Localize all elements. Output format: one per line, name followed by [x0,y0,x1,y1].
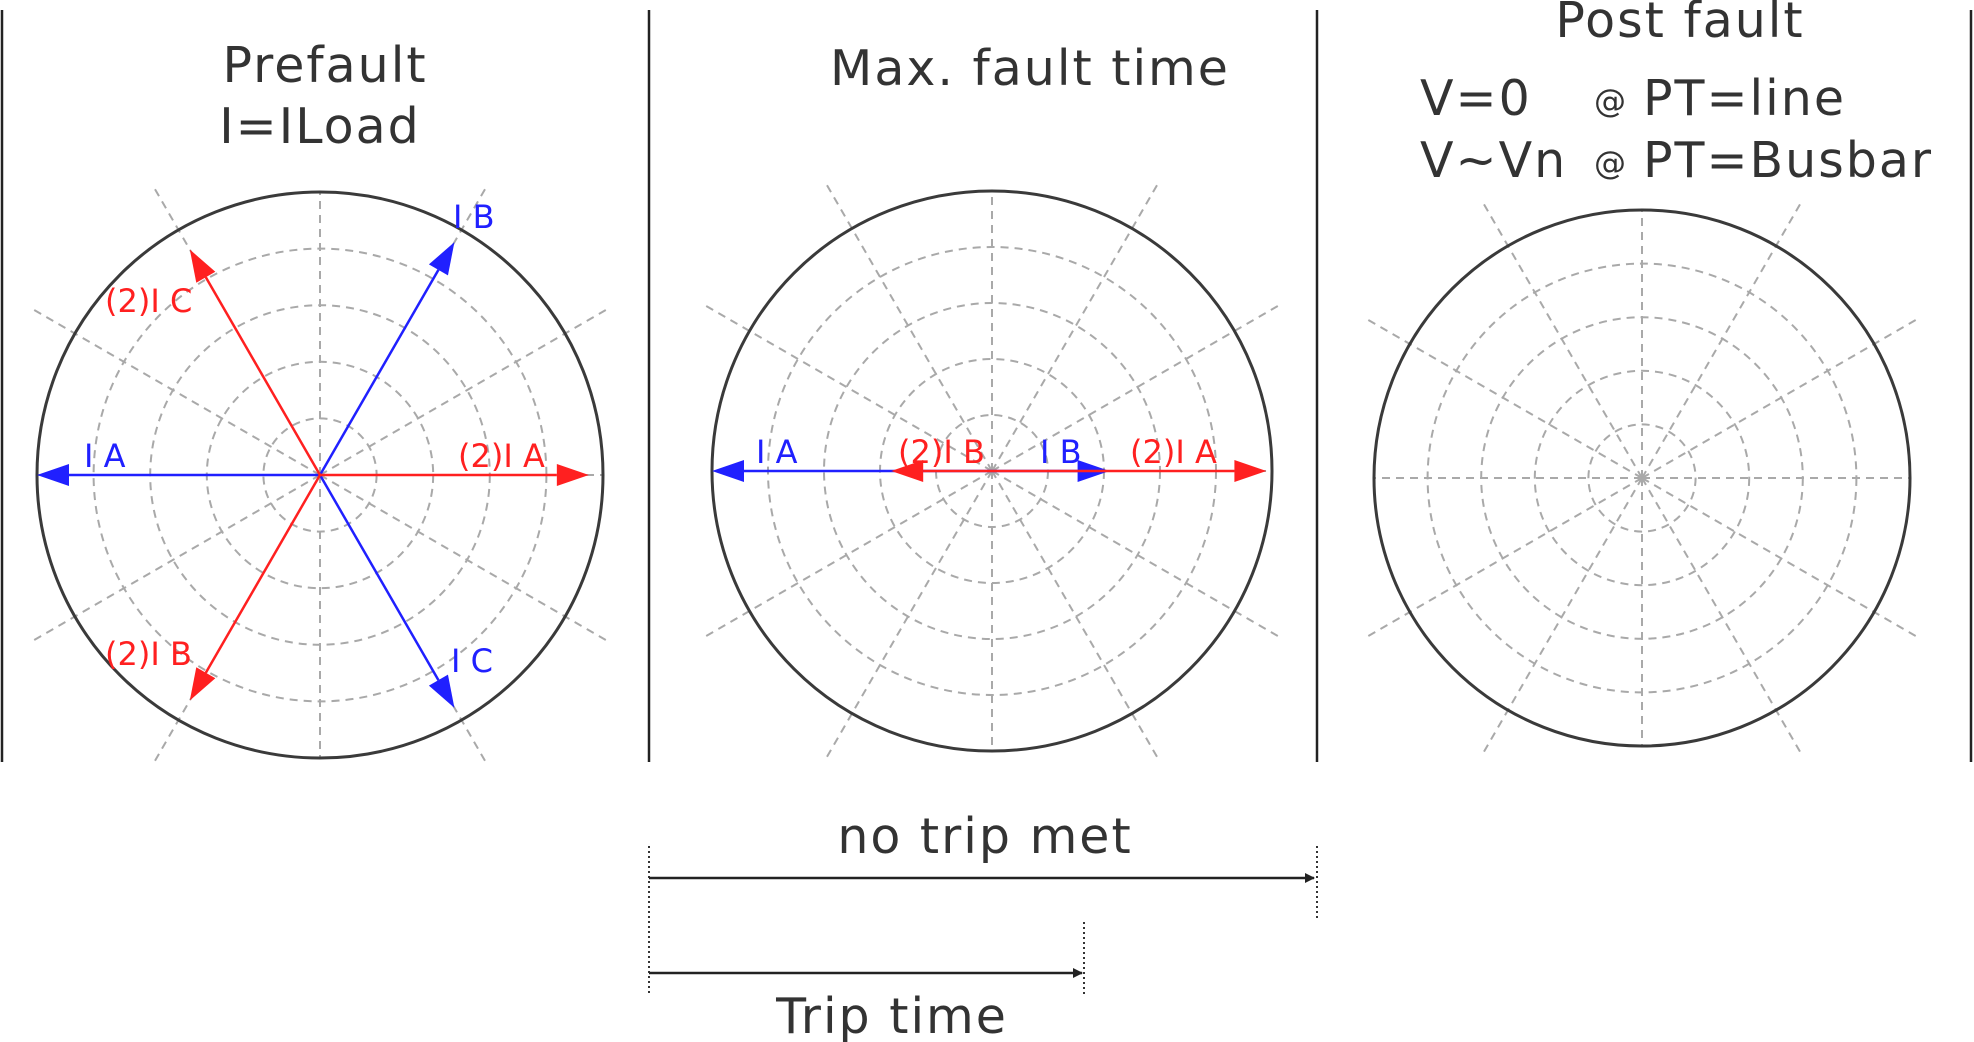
phasor-arrowhead [712,460,744,482]
grid-spoke [1483,203,1643,479]
no-trip-label: no trip met [837,808,1132,865]
label-2-i-a-fault: (2)I A [1130,433,1217,471]
post-fault-v-busbar: V~Vn [1420,132,1567,189]
phasor-arrowhead [189,249,216,283]
trip-time-label: Trip time [775,988,1008,1042]
grid-spoke [1641,477,1917,637]
grid-ring [1587,423,1697,533]
phasor-arrowhead [428,674,455,708]
post-fault-v-line: V=0 [1420,70,1532,127]
phasor-arrowhead [1234,460,1267,482]
label-i-a-fault: I A [756,433,798,471]
label-2-i-b-fault: (2)I B [898,433,985,471]
polar-plot-max-fault [705,184,1279,758]
grid-spoke [1641,319,1917,479]
phasor-arrowhead [428,242,455,276]
label-i-b-prefault: I B [453,198,495,236]
label-2-i-b-prefault: (2)I B [105,635,192,673]
panel-1-title-line-2: I=ILoad [219,98,421,155]
phasor-arrowhead [189,667,216,701]
grid-spoke [1641,203,1801,479]
post-fault-at-line: @ [1594,82,1626,120]
phasor-line [318,474,440,681]
grid-spoke [1483,477,1643,753]
phasor-line [204,474,322,674]
polar-plot-prefault [30,185,610,765]
phasor-arrowhead [556,464,589,486]
post-fault-pt-busbar: PT=Busbar [1643,132,1933,189]
panel-3-title: Post fault [1555,0,1804,49]
phasor-line [318,269,440,476]
polar-plot-post-fault [1367,203,1917,753]
label-2-i-a-prefault: (2)I A [458,437,545,475]
label-i-a-prefault: I A [84,437,126,475]
label-2-i-c-prefault: (2)I C [105,282,192,320]
phasor-arrowhead [891,460,924,482]
grid-spoke [1367,477,1643,637]
panel-1-title-line-1: Prefault [222,37,427,94]
post-fault-pt-line: PT=line [1643,70,1846,127]
grid-spoke [1367,319,1643,479]
post-fault-at-busbar: @ [1594,144,1626,182]
phasor-arrowhead [37,464,69,486]
grid-ring [1533,369,1751,587]
label-i-b-fault: I B [1040,433,1082,471]
outer-circle [1372,208,1912,748]
grid-spoke [1641,477,1801,753]
label-i-c-prefault: I C [451,642,493,680]
panel-2-title: Max. fault time [830,40,1230,97]
phasor-line [204,276,322,476]
